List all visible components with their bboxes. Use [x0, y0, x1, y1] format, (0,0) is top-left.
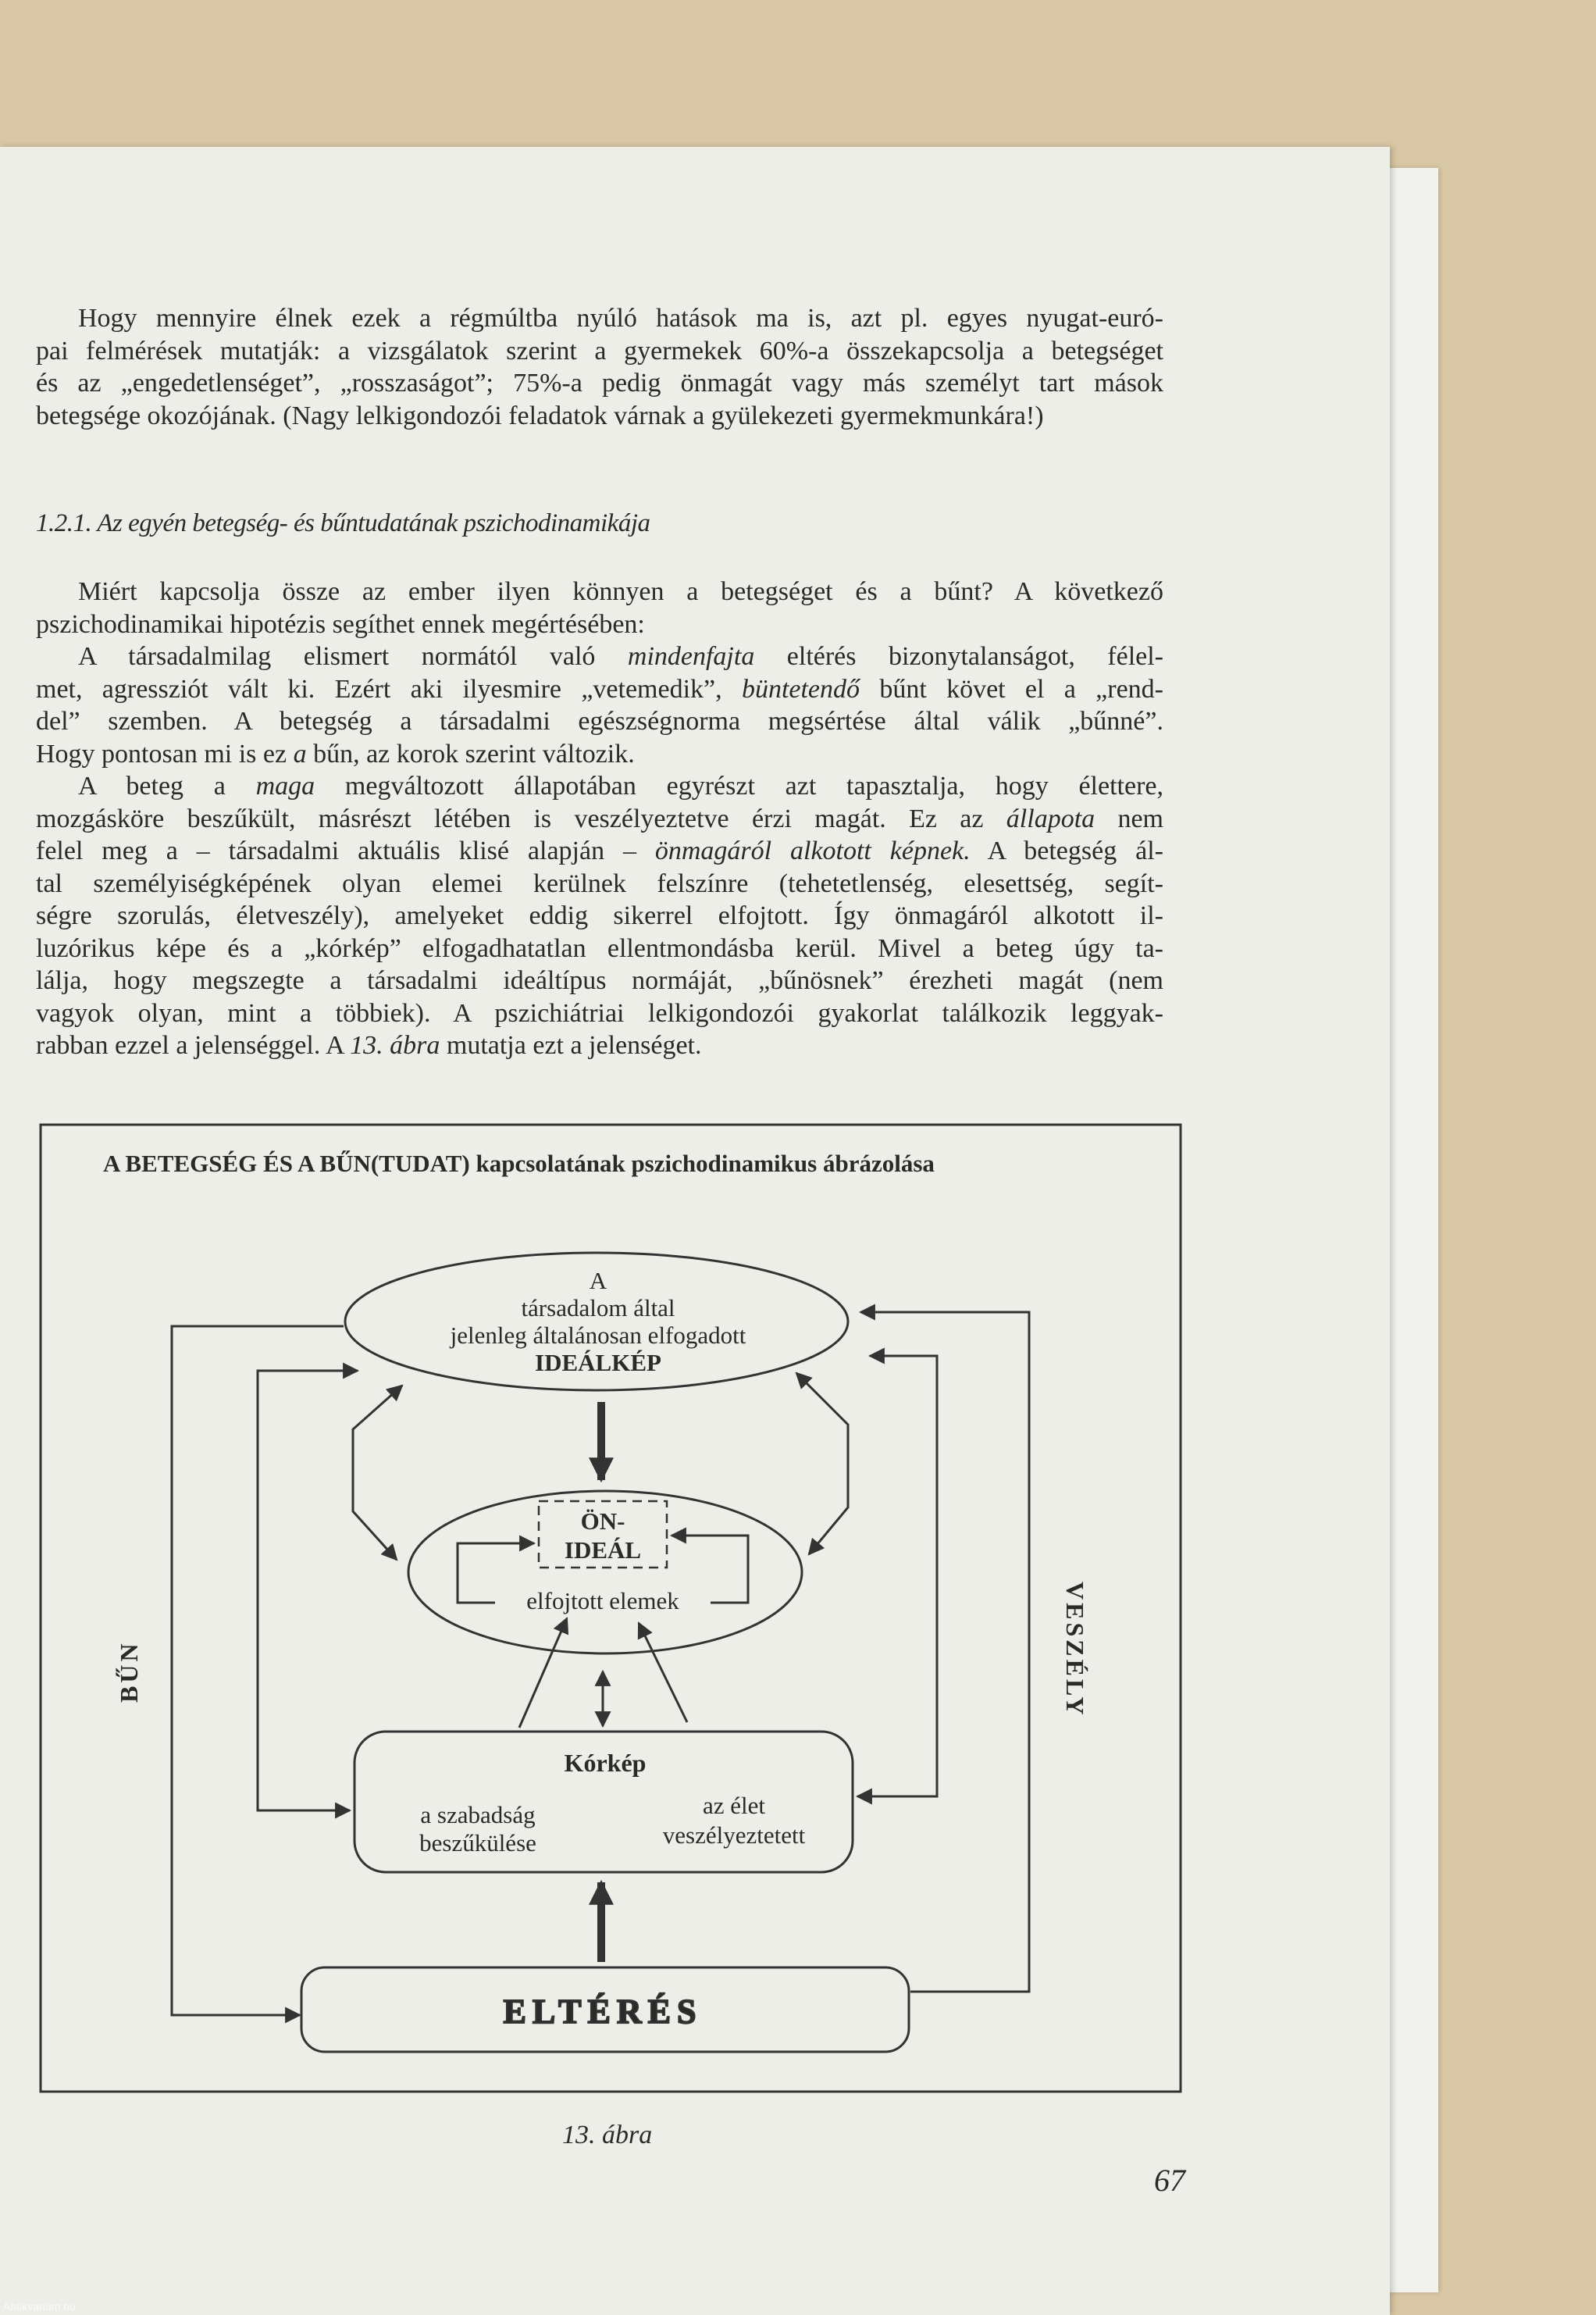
ideal-image-ellipse — [344, 1251, 850, 1392]
text-line: A beteg a maga megváltozott állapotában … — [78, 771, 1163, 802]
repressed-elements: elfojtott elemek — [526, 1587, 679, 1614]
repressed-left-arrow — [456, 1535, 536, 1604]
text-segment: A társadalmilag elismert normától való — [78, 642, 628, 671]
left-inner-arrow — [256, 1362, 360, 1819]
text-line: tal személyiségképének olyan elemei kerü… — [36, 869, 1163, 900]
text-segment: pszichodinamikai hipotézis segíthet enne… — [36, 609, 645, 639]
emphasis-text: állapota — [1006, 804, 1095, 833]
ideal-line-4: IDEÁLKÉP — [535, 1349, 661, 1376]
book-page — [0, 147, 1390, 2315]
repressed-right-arrow — [669, 1527, 750, 1604]
self-ideal-box — [537, 1500, 668, 1569]
figure-title: A BETEGSÉG ÉS A BŰN(TUDAT) kapcsolatának… — [103, 1150, 935, 1177]
watermark: Antikvarium.hu — [3, 2300, 76, 2313]
clinical-left-2: beszűkülése — [419, 1829, 536, 1857]
ideal-line-2: társadalom által — [521, 1294, 675, 1322]
text-segment: rabban ezzel a jelenséggel. A — [36, 1031, 351, 1060]
sin-label: BŰN — [115, 1640, 143, 1703]
text-line: rabban ezzel a jelenséggel. A 13. ábra m… — [36, 1030, 1163, 1061]
text-segment: mozgásköre beszűkült, másrészt létében i… — [36, 804, 1006, 833]
text-line: Miért kapcsolja össze az ember ilyen kön… — [78, 576, 1163, 608]
text-line: mozgásköre beszűkült, másrészt létében i… — [36, 804, 1163, 835]
text-line: lálja, hogy megszegte a társadalmi ideál… — [36, 965, 1163, 997]
text-line: pszichodinamikai hipotézis segíthet enne… — [36, 609, 1163, 640]
section-heading: 1.2.1. Az egyén betegség- és bűntudatána… — [36, 509, 650, 537]
page-number: 67 — [1154, 2163, 1185, 2198]
emphasis-text: maga — [255, 772, 315, 801]
text-line: Hogy pontosan mi is ez a bűn, az korok s… — [36, 739, 1163, 770]
text-segment: luzórikus képe és a „kórkép” elfogadhata… — [36, 933, 1163, 963]
text-segment: Hogy pontosan mi is ez — [36, 739, 294, 769]
text-line: Hogy mennyire élnek ezek a régmúltba nyú… — [78, 303, 1163, 334]
figure-frame — [39, 1123, 1182, 2093]
ideal-line-1: A — [590, 1267, 607, 1294]
text-segment: A beteg a — [78, 772, 256, 801]
text-segment: tal személyiségképének olyan elemei kerü… — [36, 869, 1163, 898]
clinical-right-1: az élet — [703, 1792, 765, 1819]
text-line: ségre szorulás, életveszély), amelyeket … — [36, 901, 1163, 932]
emphasis-text: 13. ábra — [350, 1031, 440, 1060]
text-line: és az „engedetlenséget”, „rosszaságot”; … — [36, 368, 1163, 399]
figure-caption: 13. ábra — [562, 2121, 653, 2149]
text-segment: A betegség ál- — [970, 836, 1163, 865]
clinical-left-1: a szabadság — [420, 1801, 535, 1828]
text-line: met, agressziót vált ki. Ezért aki ilyes… — [36, 674, 1163, 705]
self-ideal-1: ÖN- — [581, 1507, 625, 1535]
text-segment: betegsége okozójának. (Nagy lelkigondozó… — [36, 401, 1044, 430]
text-segment: bűn, az korok szerint változik. — [306, 739, 635, 769]
emphasis-text: büntetendő — [741, 674, 860, 704]
text-line: betegsége okozójának. (Nagy lelkigondozó… — [36, 401, 1163, 432]
self-ellipse — [407, 1489, 803, 1655]
text-segment: nem — [1095, 804, 1163, 833]
text-segment: pai felmérések mutatják: a vizsgálatok s… — [36, 336, 1163, 366]
emphasis-text: a — [293, 739, 307, 769]
text-line: pai felmérések mutatják: a vizsgálatok s… — [36, 336, 1163, 367]
left-diagonal-arrow — [351, 1384, 404, 1561]
connector-arrows — [170, 1304, 1031, 2024]
text-segment: del” szemben. A betegség a társadalmi eg… — [36, 707, 1163, 736]
text-segment: bűnt követ el a „rend- — [860, 674, 1164, 704]
text-segment: lálja, hogy megszegte a társadalmi ideál… — [36, 966, 1163, 995]
text-line: del” szemben. A betegség a társadalmi eg… — [36, 706, 1163, 737]
text-segment: megváltozott állapotában egyrészt azt ta… — [315, 772, 1163, 801]
right-inner-arrow — [855, 1347, 939, 1805]
right-diagonal-arrow — [795, 1372, 850, 1556]
text-segment: met, agressziót vált ki. Ezért aki ilyes… — [36, 674, 742, 704]
clinical-right-2: veszélyeztetett — [663, 1821, 806, 1849]
text-line: felel meg a – társadalmi aktuális klisé … — [36, 836, 1163, 867]
text-segment: felel meg a – társadalmi aktuális klisé … — [36, 836, 655, 865]
emphasis-text: mindenfajta — [627, 642, 755, 671]
text-segment: és az „engedetlenséget”, „rosszaságot”; … — [36, 369, 1163, 398]
deviation-label: ELTÉRÉS — [504, 1992, 703, 2031]
sin-arrow — [170, 1325, 344, 2024]
clinical-up-left-arrow — [518, 1617, 569, 1728]
text-segment: mutatja ezt a jelenséget. — [440, 1031, 702, 1060]
text-line: luzórikus képe és a „kórkép” elfogadhata… — [36, 933, 1163, 965]
text-segment: Miért kapcsolja össze az ember ilyen kön… — [78, 577, 1163, 606]
self-ideal-2: IDEÁL — [565, 1536, 641, 1564]
ideal-line-3: jelenleg általánosan elfogadott — [450, 1322, 746, 1349]
text-segment: ségre szorulás, életveszély), amelyeket … — [36, 901, 1163, 930]
text-line: vagyok olyan, mint a többiek). A pszichi… — [36, 998, 1163, 1029]
clinical-up-right-arrow — [637, 1621, 689, 1723]
clinical-picture-title: Kórkép — [565, 1749, 647, 1777]
text-line: A társadalmilag elismert normától való m… — [78, 641, 1163, 672]
text-segment: eltérés bizonytalanságot, félel- — [754, 642, 1163, 671]
danger-label: VESZÉLY — [1061, 1582, 1089, 1718]
emphasis-text: önmagáról alkotott képnek. — [654, 836, 971, 865]
text-segment: vagyok olyan, mint a többiek). A pszichi… — [36, 998, 1163, 1028]
danger-arrow — [858, 1304, 1031, 1993]
text-segment: Hogy mennyire élnek ezek a régmúltba nyú… — [78, 304, 1163, 333]
